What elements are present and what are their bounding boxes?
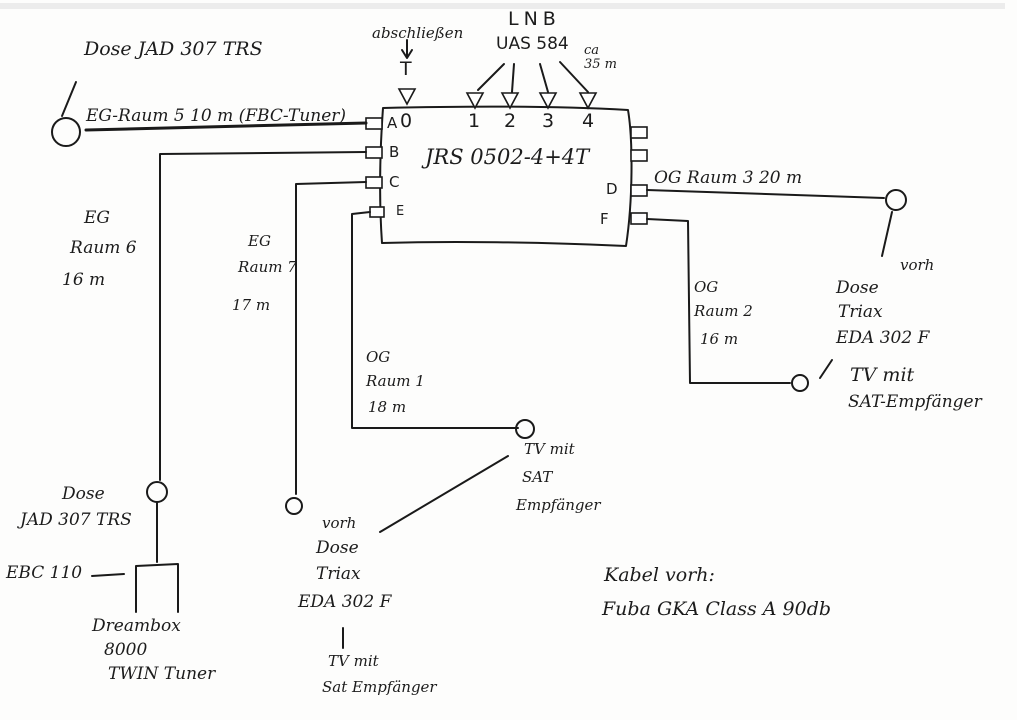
outlet-f-circle (791, 374, 809, 392)
ebc-label: EBC 110 (6, 563, 83, 583)
port-c (365, 176, 383, 189)
outlet-b-line2: JAD 307 TRS (20, 510, 132, 530)
port-right-1 (630, 126, 648, 139)
outlet-d-line1: vorh (900, 256, 935, 274)
input-0-label: 0 (400, 110, 413, 132)
input-4-triangle (578, 92, 598, 110)
room-c-line2: Raum 7 (238, 258, 297, 276)
room-a-label: EG-Raum 5 10 m (FBC-Tuner) (86, 106, 347, 126)
outlet-b-circle (146, 481, 168, 503)
dreambox-outline (135, 563, 179, 613)
room-d-label: OG Raum 3 20 m (654, 168, 803, 188)
dreambox-line1: Dreambox (92, 616, 181, 636)
outlet-c-line2: Dose (316, 538, 359, 558)
outlet-d-line4: EDA 302 F (836, 328, 930, 348)
room-b-line3: 16 m (62, 270, 106, 290)
input-1-triangle (465, 92, 485, 110)
outlet-e-pointer (379, 455, 509, 533)
outlet-d-line3: Triax (838, 302, 883, 322)
room-b-line2: Raum 6 (70, 238, 137, 258)
port-right-2 (630, 149, 648, 162)
dreambox-line3: TWIN Tuner (108, 664, 216, 684)
terminator-arrowhead (401, 49, 413, 59)
port-e-label: E (396, 204, 405, 219)
cable-b (159, 151, 367, 481)
room-f-line1: OG (694, 278, 719, 296)
port-b-label: B (389, 143, 400, 161)
outlet-a-label: Dose JAD 307 TRS (84, 38, 263, 60)
terminator-label: abschließen (372, 24, 464, 42)
lnb-length: ca 35 m (584, 43, 618, 72)
outlet-d-circle (885, 189, 907, 211)
outlet-a-circle (51, 117, 81, 147)
room-f-line3: 16 m (700, 330, 739, 348)
tv-c-line1: TV mit (328, 652, 379, 670)
outlet-b-line1: Dose (62, 484, 105, 504)
room-f-line2: Raum 2 (694, 302, 753, 320)
port-a (365, 117, 383, 130)
port-b (365, 146, 383, 159)
input-2-triangle (500, 92, 520, 110)
outlet-c-line3: Triax (316, 564, 361, 584)
room-e-line2: Raum 1 (366, 372, 425, 390)
outlet-e-circle (515, 419, 535, 439)
cable-f (646, 218, 791, 384)
room-b-line1: EG (84, 208, 110, 228)
port-a-label: A (387, 114, 398, 132)
port-d-label: D (606, 180, 618, 198)
tv-f-line1: TV mit (850, 364, 915, 386)
outlet-c-circle (285, 497, 303, 515)
port-c-label: C (389, 173, 400, 191)
cable-note-line2: Fuba GKA Class A 90db (602, 598, 832, 620)
switch-title: JRS 0502-4+4T (425, 145, 590, 169)
tv-e-line1: TV mit (524, 440, 575, 458)
dreambox-line2: 8000 (104, 640, 148, 660)
cable-d (646, 189, 885, 199)
room-c-line3: 17 m (232, 296, 271, 314)
ebc-line (91, 573, 125, 577)
input-3-triangle (538, 92, 558, 110)
cable-e (351, 211, 519, 429)
room-e-line1: OG (366, 348, 391, 366)
input-2-label: 2 (504, 110, 517, 132)
outlet-f-pointer (819, 359, 833, 379)
tv-e-line3: Empfänger (516, 496, 601, 514)
lnb-model: UAS 584 (496, 34, 569, 54)
lnb-line-1 (477, 63, 505, 91)
input-0-triangle (397, 88, 417, 106)
lnb-title: LNB (508, 8, 561, 30)
tv-c-line2: Sat Empfänger (322, 678, 437, 696)
outlet-d-lead (881, 211, 893, 257)
lnb-line-2 (511, 63, 515, 93)
port-f (630, 212, 648, 225)
port-f-label: F (600, 210, 609, 228)
lnb-line-3 (539, 63, 549, 93)
port-e (369, 206, 385, 218)
input-1-label: 1 (468, 110, 481, 132)
tv-f-line2: SAT-Empfänger (848, 392, 982, 412)
outlet-c-line1: vorh (322, 514, 357, 532)
cable-note-line1: Kabel vorh: (604, 564, 715, 586)
outlet-a-pointer (61, 81, 77, 117)
outlet-d-line2: Dose (836, 278, 879, 298)
outlet-c-line4: EDA 302 F (298, 592, 392, 612)
room-e-line3: 18 m (368, 398, 407, 416)
lnb-line-4 (559, 61, 589, 93)
room-c-line1: EG (248, 232, 271, 250)
input-4-label: 4 (582, 110, 595, 132)
port-d (630, 184, 648, 197)
tv-e-line2: SAT (522, 468, 553, 486)
cable-c (295, 181, 367, 495)
cable-a (84, 121, 368, 132)
input-3-label: 3 (542, 110, 555, 132)
terminator-symbol: T (400, 58, 412, 80)
